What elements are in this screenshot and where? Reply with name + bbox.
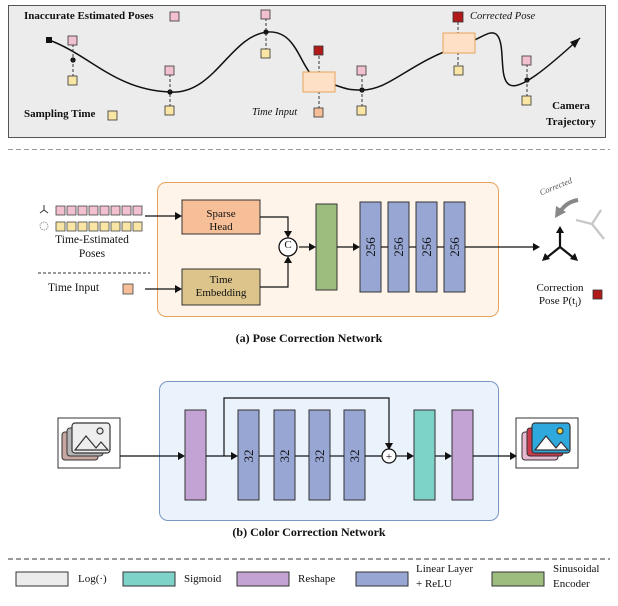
pose-token [99, 205, 110, 216]
legend-label-sigmoid: Sigmoid [184, 573, 222, 585]
time-token [132, 221, 143, 232]
color-network-diagram: 32 32 32 32 + [57, 397, 579, 501]
estimated-pose-square [356, 65, 367, 76]
concat-symbol: C [284, 239, 292, 251]
pose-axis-icon [39, 205, 49, 214]
estimated-pose-square [164, 65, 175, 76]
sampling-time-square [164, 105, 175, 116]
linear-layer-block [273, 409, 296, 501]
pose-token [55, 205, 66, 216]
corrected-pose-axis-icon [544, 230, 576, 260]
corrected-pose-square [452, 11, 464, 23]
linear-layer-block [308, 409, 331, 501]
interpolated-pose-box [302, 71, 336, 93]
time-input-square [313, 107, 324, 118]
legend-label-sinusoidal: Sinusoidal [553, 563, 600, 575]
input-image-icon [57, 417, 121, 469]
pose-token [88, 205, 99, 216]
legend-swatch-linear [355, 571, 409, 587]
trajectory-arrowhead [570, 38, 580, 48]
estimated-pose-square [67, 35, 78, 46]
pose-token [77, 205, 88, 216]
pose-token [110, 205, 121, 216]
time-token [77, 221, 88, 232]
sampling-time-square [453, 65, 464, 76]
pose-network-diagram: 256 256 256 256 [38, 198, 605, 306]
layer-width-label: 32 [312, 450, 327, 463]
estimated-pose-square [260, 9, 271, 20]
linear-layer-block [343, 409, 366, 501]
reshape-block [451, 409, 474, 501]
sampling-legend-square [107, 110, 118, 121]
legend-label-linear: Linear Layer [416, 563, 474, 575]
correction-label: Correction [536, 282, 584, 294]
layer-width-label: 256 [447, 237, 462, 257]
layer-width-label: 32 [277, 450, 292, 463]
sinusoidal-encoder-block [315, 203, 338, 291]
legend-label-log: Log(·) [78, 573, 107, 585]
layer-width-label: 256 [391, 237, 406, 257]
time-input-token [122, 283, 134, 295]
poses-label: Poses [78, 248, 106, 260]
linear-layer-block [237, 409, 260, 501]
corrected-pose-label: Corrected Pose [470, 11, 536, 22]
pose-network-caption: (a) Pose Correction Network [235, 331, 383, 345]
trajectory-diagram [8, 9, 610, 150]
output-image-icon [515, 417, 579, 469]
inaccurate-legend-square [169, 11, 180, 22]
legend-label-encoder: Encoder [553, 578, 590, 590]
time-input-label: Time Input [252, 107, 298, 118]
estimated-pose-square [521, 55, 532, 66]
reshape-block [184, 409, 207, 501]
time-token [121, 221, 132, 232]
time-token [66, 221, 77, 232]
legend-label-reshape: Reshape [298, 573, 336, 585]
correction-pose-label: Pose P(ti) [538, 295, 582, 310]
trajectory-start-marker [46, 37, 52, 43]
sigmoid-block [413, 409, 436, 501]
concat-node [278, 237, 298, 257]
sparse-head-label-2: Head [209, 221, 233, 233]
uncorrected-pose-axis-icon [575, 209, 605, 240]
sampling-time-square [521, 95, 532, 106]
time-input-text: Time Input [48, 282, 100, 294]
time-estimated-label: Time-Estimated [55, 234, 129, 246]
sampling-time-label: Sampling Time [24, 108, 96, 120]
clock-icon [39, 221, 49, 231]
sampling-time-square [67, 75, 78, 86]
color-network-caption: (b) Color Correction Network [232, 525, 386, 539]
layer-width-label: 32 [347, 450, 362, 463]
camera-label: Camera [552, 100, 590, 112]
legend-label-relu: + ReLU [416, 578, 452, 590]
time-embedding-label: Time [209, 274, 233, 286]
trajectory-label: Trajectory [546, 116, 596, 128]
layer-width-label: 256 [363, 237, 378, 257]
time-token [110, 221, 121, 232]
sampling-time-square [356, 105, 367, 116]
pose-token [121, 205, 132, 216]
camera-trajectory-curve [48, 31, 581, 93]
time-embedding-label-2: Embedding [195, 287, 247, 299]
sample-point [263, 29, 269, 35]
plus-symbol: + [386, 451, 392, 463]
legend-swatch-sigmoid [122, 571, 176, 587]
time-token [55, 221, 66, 232]
legend-swatch-log [15, 571, 69, 587]
interpolated-pose-box [442, 32, 476, 54]
inaccurate-poses-label: Inaccurate Estimated Poses [24, 10, 154, 22]
layer-width-label: 256 [419, 237, 434, 257]
time-embedding-block [181, 268, 261, 306]
correction-pose-square [592, 289, 603, 300]
time-token [88, 221, 99, 232]
pose-token [132, 205, 143, 216]
sparse-head-label: Sparse [206, 208, 236, 220]
sampling-time-square [260, 48, 271, 59]
legend-swatch-encoder [491, 571, 545, 587]
legend-swatch-reshape [236, 571, 290, 587]
pose-token [66, 205, 77, 216]
time-token [99, 221, 110, 232]
layer-width-label: 32 [241, 450, 256, 463]
legend-graphics [8, 558, 610, 587]
corrected-pose-square [313, 45, 324, 56]
